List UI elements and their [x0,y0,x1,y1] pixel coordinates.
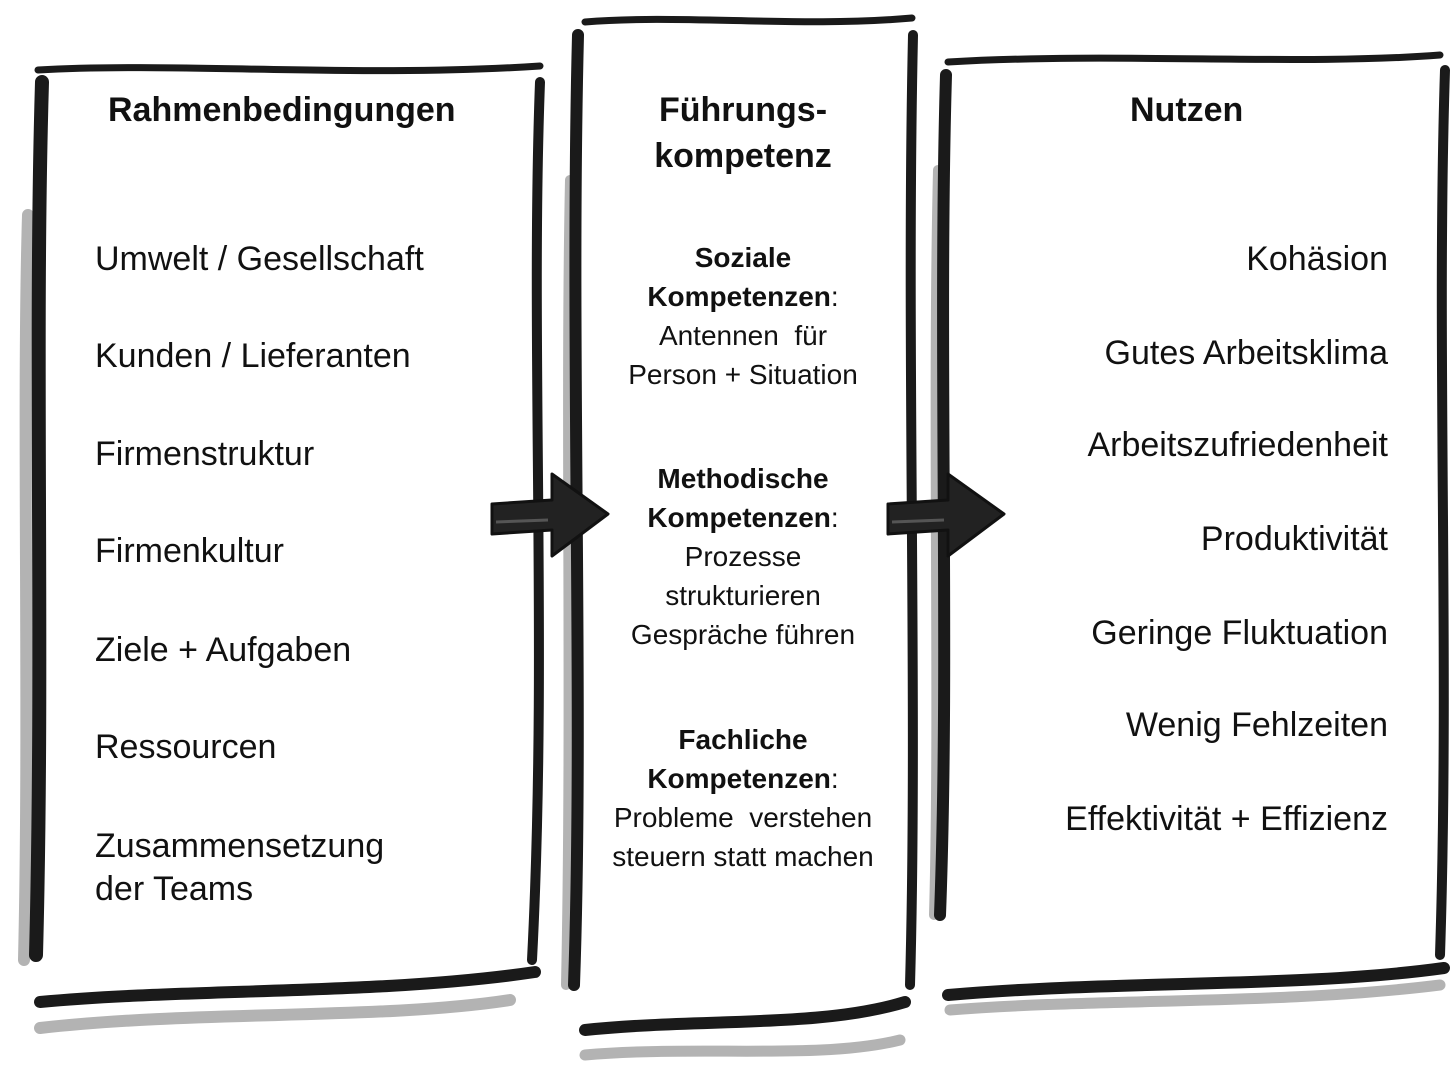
right-panel-shape [929,51,1450,1016]
left-item-firmenkultur: Firmenkultur [95,532,284,570]
left-item-umwelt: Umwelt / Gesellschaft [95,240,424,278]
middle-column-title: Führungs- kompetenz [580,88,906,178]
methodische-line-3: Gespräche führen [630,619,856,650]
soziale-line-1: Antennen für [658,320,828,351]
arrow-middle-to-right [886,472,1006,558]
left-column-title: Rahmenbedingungen [108,91,456,129]
methodische-heading1: Methodische [657,463,829,494]
right-item-fehlzeiten: Wenig Fehlzeiten [1125,706,1388,744]
left-panel-top-border [34,62,544,75]
right-panel-shadow-left [929,165,943,920]
right-column-title: Nutzen [1130,91,1244,129]
methodische-line-1: Prozesse [684,541,802,572]
soziale-heading1: Soziale [694,242,792,273]
right-item-produktivitaet: Produktivität [1200,520,1388,558]
middle-panel-bottom-border [579,996,911,1036]
right-item-arbeitszufriedenheit: Arbeitszufriedenheit [1087,426,1388,464]
fachliche-heading1: Fachliche [678,724,808,755]
left-item-zusammensetzung: Zusammensetzung [95,827,385,865]
right-item-effektivitaet: Effektivität + Effizienz [1065,800,1388,838]
methodische-line-2: strukturieren [665,580,821,611]
right-item-arbeitsklima: Gutes Arbeitsklima [1104,334,1388,372]
left-panel-left-border [29,75,49,962]
right-panel-top-border [944,51,1444,66]
soziale-heading2: Kompetenzen [647,281,831,312]
middle-group-soziale: Soziale Kompetenzen: Antennen für Person… [580,238,906,394]
left-item-teams: der Teams [95,870,254,908]
middle-panel-top-border [581,14,916,26]
middle-title-line1: Führungs- [658,91,828,129]
right-panel-right-border [1435,65,1450,960]
methodische-heading2: Kompetenzen [647,502,831,533]
middle-panel-shadow-bottom [579,1034,906,1061]
methodische-colon: : [830,502,839,533]
right-panel-shadow-bottom [944,979,1446,1016]
left-panel-shadow-left [18,209,34,966]
middle-panel-shadow-left [561,175,575,990]
fachliche-colon: : [830,763,839,794]
right-item-kohaesion: Kohäsion [1246,240,1388,278]
left-panel-bottom-border [34,966,541,1008]
arrow-left-to-middle [490,472,610,558]
middle-title-line2: kompetenz [654,137,832,175]
left-item-ziele: Ziele + Aufgaben [95,631,352,669]
middle-group-methodische: Methodische Kompetenzen: Prozesse strukt… [580,459,906,654]
right-panel-bottom-border [942,962,1450,1001]
soziale-colon: : [830,281,839,312]
left-panel-shadow-bottom [34,994,516,1034]
fachliche-line-1: Probleme verstehen [613,802,873,833]
left-item-ressourcen: Ressourcen [95,728,277,766]
middle-group-fachliche: Fachliche Kompetenzen: Probleme verstehe… [580,720,906,876]
right-item-fluktuation: Geringe Fluktuation [1091,614,1388,652]
right-panel-left-border [934,69,952,921]
left-item-kunden: Kunden / Lieferanten [95,337,411,375]
left-item-firmenstruktur: Firmenstruktur [95,435,315,473]
soziale-line-2: Person + Situation [628,359,858,390]
fachliche-line-2: steuern statt machen [612,841,874,872]
fachliche-heading2: Kompetenzen [647,763,831,794]
